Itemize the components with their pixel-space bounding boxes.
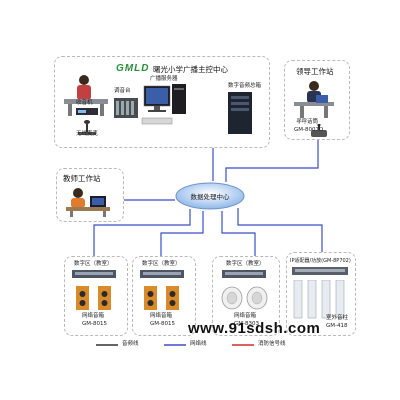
- digital-player-label: 数字音频总箱: [228, 83, 262, 89]
- digital-audio-cabinet-icon: [228, 92, 252, 134]
- zone-4-switch-label: IP适配器/功放(GM-8P702): [290, 258, 351, 264]
- zone-3-switch-icon: [222, 270, 266, 278]
- legend-audio-label: 音频线: [122, 341, 139, 347]
- pa-host-label: 广播服务器: [150, 76, 178, 82]
- zone-4-column-speakers-icon: [293, 280, 345, 319]
- legend-audio-swatch: [96, 344, 118, 346]
- legend-network-swatch: [164, 344, 186, 346]
- zone-3-ceiling-speakers-icon: [221, 286, 268, 310]
- zone-4-adapter-icon: [292, 267, 348, 275]
- watermark: www.91sdsh.com: [188, 320, 321, 337]
- zone-4-speaker-label: 室外音柱: [326, 315, 349, 321]
- zone-3-switch-label: 数字区（教室）: [226, 261, 265, 267]
- teacher-station-title: 教师工作站: [63, 174, 101, 183]
- zone-1-switch-icon: [72, 270, 116, 278]
- data-center-label: 数据处理中心: [190, 193, 230, 201]
- legend-fire-swatch: [232, 344, 254, 346]
- paging-mic-icon: [311, 124, 327, 137]
- zone-2-switch-label: 数字区（教室）: [142, 261, 181, 267]
- paging-mic-model: GM-8007D: [294, 127, 324, 133]
- zone-2-switch-icon: [140, 270, 184, 278]
- teacher-desk-icon: [66, 188, 110, 217]
- zone-1-box-speakers-icon: [76, 286, 111, 310]
- leader-desk-icon: [294, 81, 334, 118]
- zone-1-speaker-model: GM-8015: [82, 321, 107, 327]
- control-center-title: 曙光小学广播主控中心: [153, 65, 228, 74]
- paging-mic-label: 寻呼话筒: [296, 119, 319, 125]
- tuner-label: 收音机: [76, 100, 93, 106]
- zone-2-box-speakers-icon: [144, 286, 179, 310]
- console-label: 调音台: [114, 88, 131, 94]
- pa-host-computer-icon: [141, 84, 186, 125]
- legend: 音频线 网络线 消防信号线: [96, 340, 316, 350]
- leader-station-title: 领导工作站: [296, 67, 334, 76]
- legend-fire-label: 消防信号线: [258, 341, 286, 347]
- zone-2-speaker-label: 网络音箱: [150, 313, 173, 319]
- operator-with-tuner-and-mic: [64, 75, 108, 135]
- zone-1-switch-label: 数字区（教室）: [74, 261, 113, 267]
- mixing-console-icon: [114, 98, 138, 118]
- zone-2-panel: [132, 256, 196, 336]
- data-center-hub: [175, 182, 245, 210]
- zone-2-speaker-model: GM-8015: [150, 321, 175, 327]
- teacher-station-panel: [56, 168, 124, 222]
- zone-1-speaker-label: 网络音箱: [82, 313, 105, 319]
- legend-network-label: 网络线: [190, 341, 207, 347]
- zone-3-speaker-label: 网络音箱: [234, 313, 257, 319]
- zone-3-speaker-model: GM-8303: [234, 321, 259, 327]
- mic-label: 无线麦克: [76, 131, 99, 137]
- brand-logo: GMLD: [116, 63, 150, 74]
- zone-4-speaker-model: GM-418: [326, 323, 348, 329]
- zone-1-panel: [64, 256, 128, 336]
